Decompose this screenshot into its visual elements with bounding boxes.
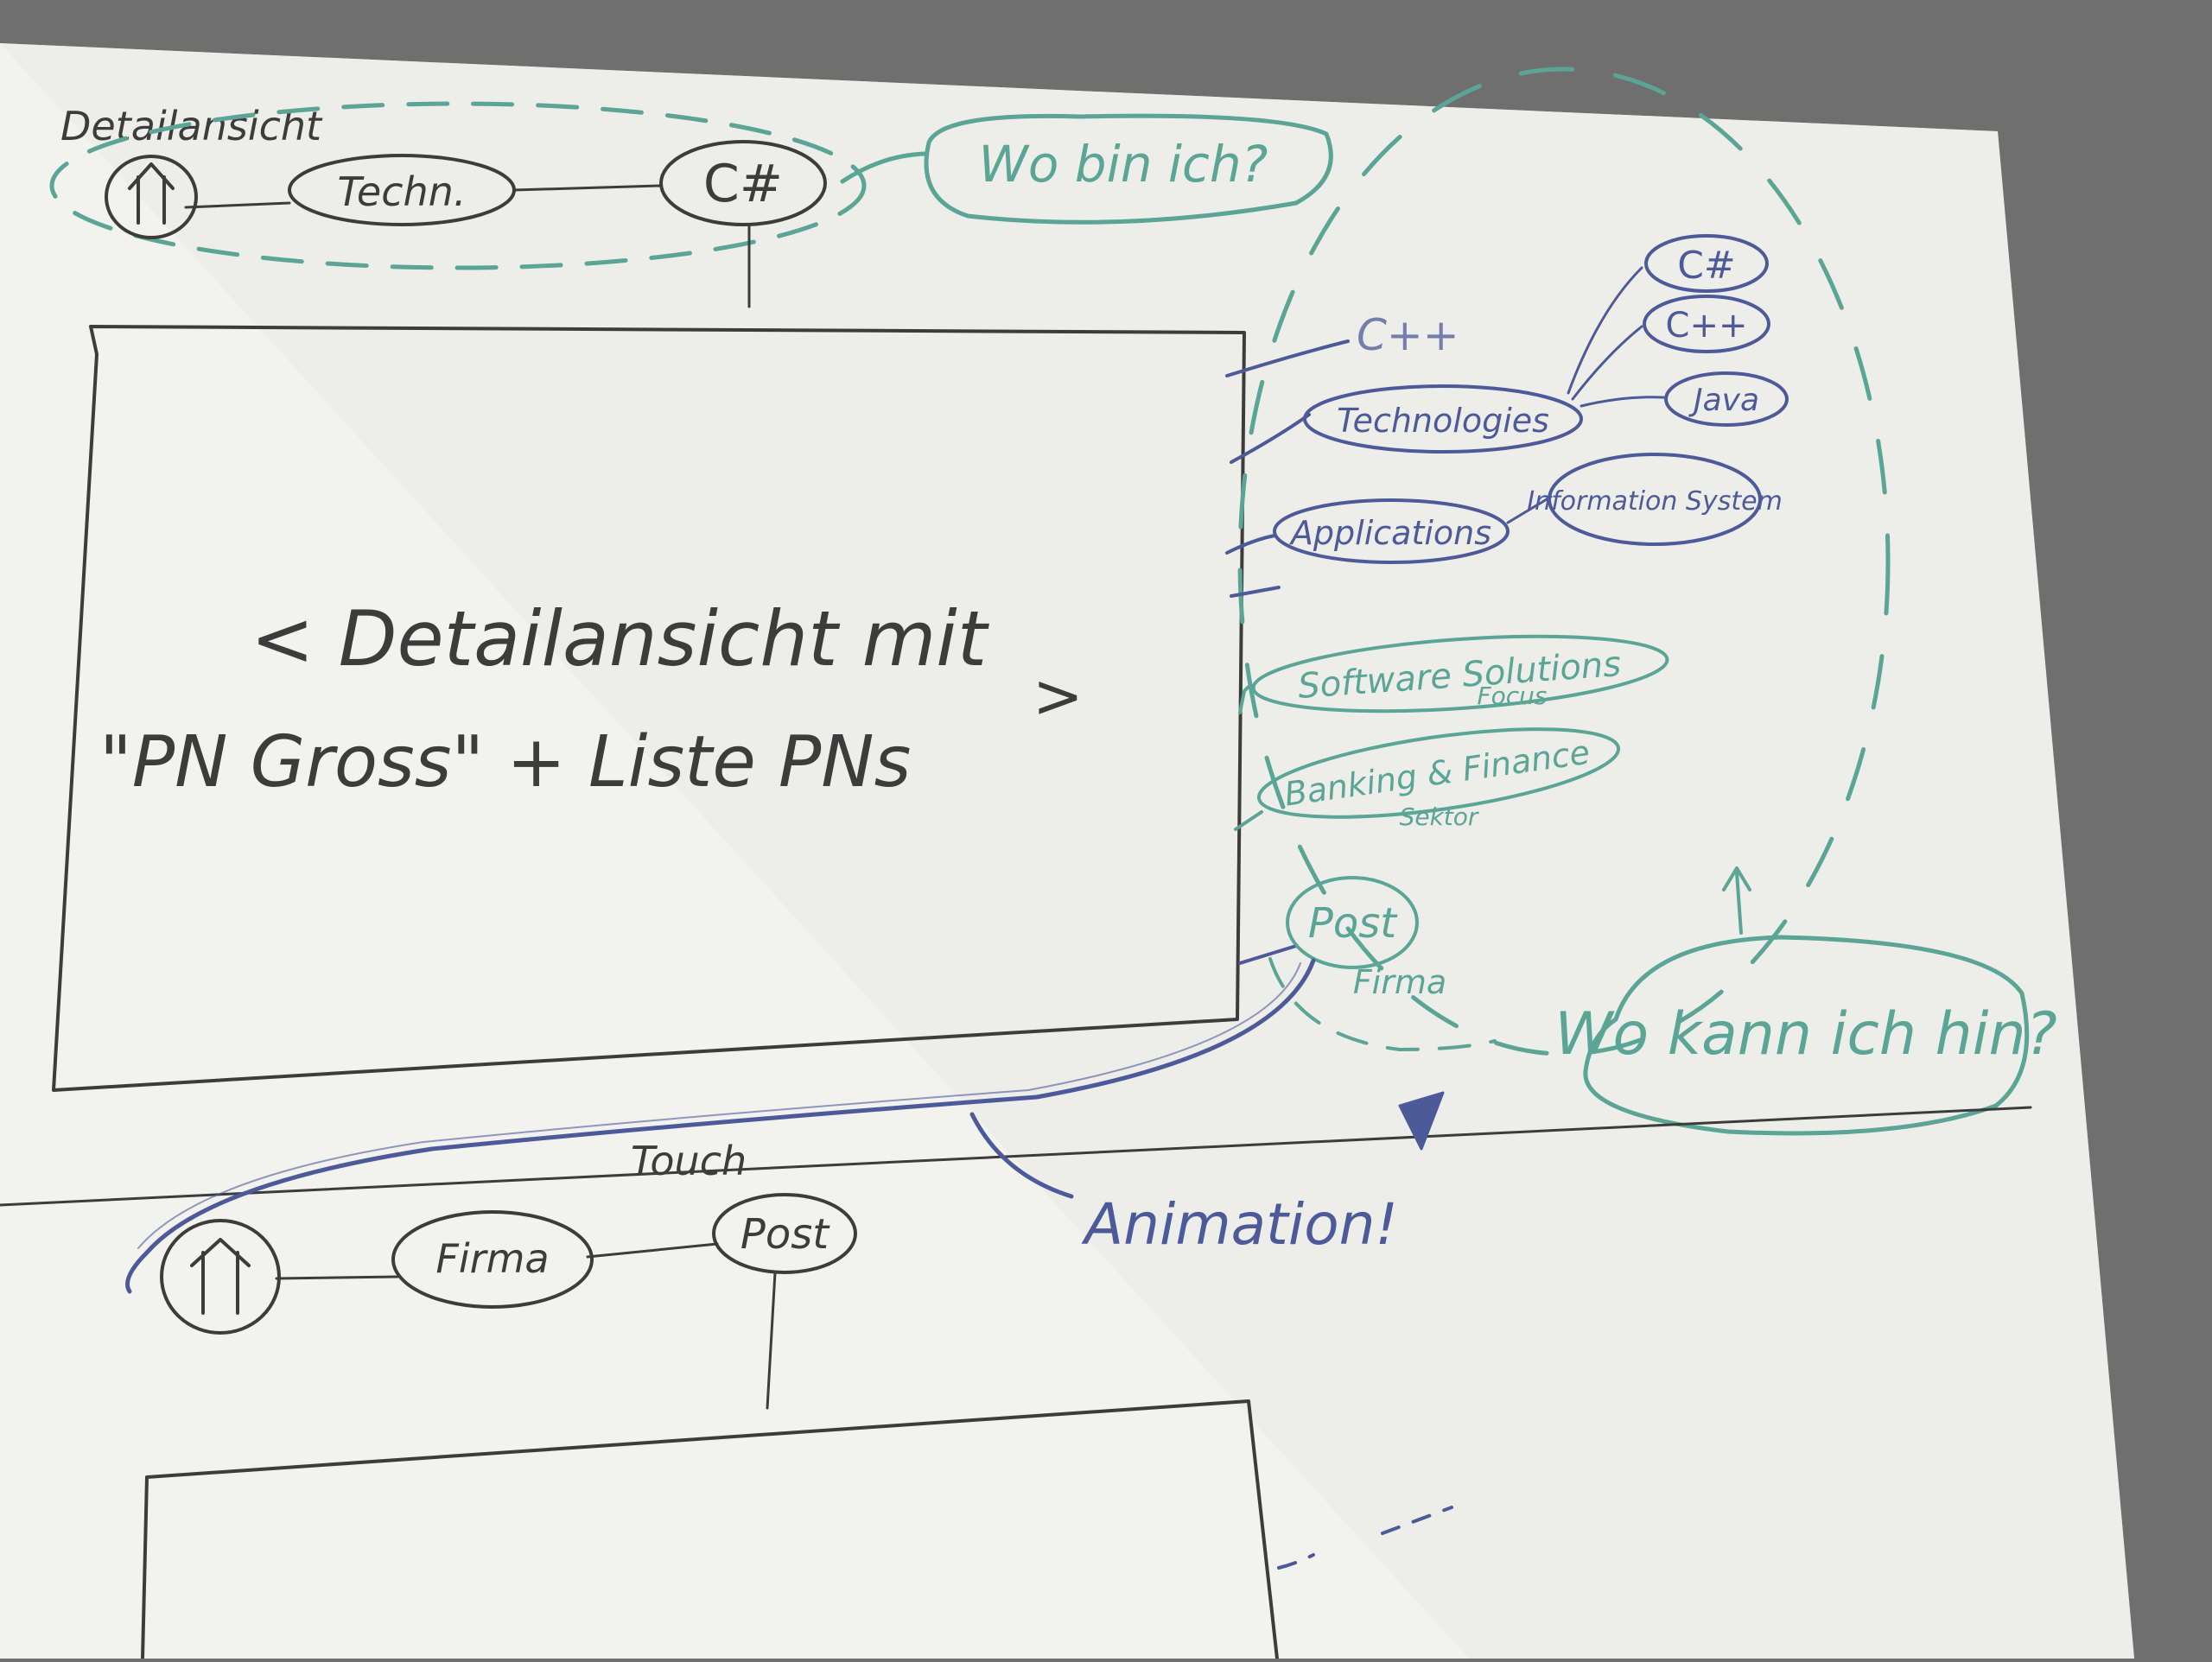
breadcrumb-item-label: C#	[703, 154, 783, 214]
question-bubble: Wo bin ich?	[924, 113, 1333, 225]
where-bubble: Wo kann ich hin?	[1554, 935, 2057, 1136]
bottom-sketch: Touch Firma Post	[141, 1138, 1453, 1660]
node-information-system[interactable]: Information System	[1527, 453, 1783, 546]
breadcrumb-stem	[766, 1271, 777, 1410]
branch-java	[1580, 396, 1665, 408]
connector-dash	[1230, 586, 1281, 598]
node-child-label: Java	[1688, 383, 1759, 418]
connector-software	[1238, 685, 1250, 714]
node-information-system-label: Information System	[1527, 486, 1783, 517]
node-post[interactable]: Post Firma	[1268, 876, 1497, 1051]
side-map-outline	[1237, 67, 1891, 1056]
animation-note: Animation!	[1081, 1191, 1398, 1258]
bottom-content-box	[141, 1399, 1279, 1660]
breadcrumb-item-firma[interactable]: Firma	[391, 1210, 594, 1309]
breadcrumb-highlight	[49, 101, 867, 270]
where-bubble-tail	[1722, 866, 1751, 935]
connector-applications	[1225, 534, 1276, 555]
post-dashed-arc	[1268, 957, 1497, 1051]
breadcrumb-item-label: Post	[741, 1210, 830, 1259]
node-applications-label: Applications	[1288, 514, 1491, 552]
breadcrumb-connector	[512, 184, 663, 192]
question-bubble-text: Wo bin ich?	[979, 135, 1268, 193]
branch-information-system	[1506, 495, 1553, 524]
branch-cpp	[1571, 325, 1643, 401]
where-bubble-line: Wo kann ich hin?	[1554, 1000, 2057, 1069]
content-box-line2-end: >	[1033, 661, 1084, 732]
connector-post	[1238, 944, 1298, 965]
connector-technologies	[1230, 413, 1311, 464]
bubble-tail	[840, 151, 927, 184]
node-banking-sub: Sektor	[1400, 802, 1479, 831]
node-child-label: C#	[1677, 244, 1736, 288]
node-child-java[interactable]: Java	[1664, 371, 1789, 427]
faint-label: C++	[1357, 310, 1459, 360]
node-technologies[interactable]: Technologies	[1303, 384, 1583, 454]
breadcrumb-item-post[interactable]: Post	[712, 1193, 857, 1274]
node-software-sub: Focus	[1478, 682, 1548, 710]
bottom-sketch-title: Touch	[631, 1138, 747, 1184]
up-arrow-icon[interactable]	[160, 1219, 281, 1335]
breadcrumb-item-label: Techn.	[338, 168, 467, 215]
animation-pointer	[969, 1112, 1074, 1199]
faint-connector	[1225, 339, 1350, 377]
breadcrumb-connector	[586, 1242, 719, 1259]
branch-csharp	[1567, 266, 1643, 395]
content-box-line2: "PN Gross" + Liste PNs	[99, 721, 911, 803]
breadcrumb-connector	[184, 201, 291, 209]
node-applications[interactable]: Applications	[1273, 498, 1510, 564]
node-technologies-label: Technologies	[1337, 402, 1549, 440]
exclamation-triangle	[1398, 1091, 1445, 1151]
animation-arrow	[125, 958, 1316, 1294]
node-post-sub: Firma	[1353, 963, 1446, 1001]
node-child-label: C++	[1666, 306, 1748, 346]
breadcrumb-item-techn[interactable]: Techn.	[288, 154, 516, 226]
breadcrumb-connector	[275, 1275, 399, 1280]
node-child-cpp[interactable]: C++	[1643, 295, 1770, 353]
node-child-csharp[interactable]: C#	[1644, 234, 1769, 293]
up-arrow-icon[interactable]	[105, 155, 198, 239]
breadcrumb-item-label: Firma	[435, 1235, 549, 1282]
node-post-label: Post	[1308, 899, 1398, 948]
content-box-line1: < Detailansicht mit	[251, 594, 990, 683]
breadcrumb-item-csharp[interactable]: C#	[659, 140, 827, 226]
section-divider	[0, 1106, 2032, 1207]
top-sketch: Detailansicht Techn. C# Wo bin ich?	[49, 101, 1333, 1092]
animation-arrow-inner	[137, 962, 1301, 1249]
divider-and-animation: Animation!	[0, 958, 2032, 1294]
connector-banking	[1234, 810, 1263, 831]
paper-shade	[0, 43, 2134, 1659]
detail-content-box: < Detailansicht mit "PN Gross" + Liste P…	[52, 325, 1246, 1092]
side-map-continuation	[1277, 1506, 1453, 1570]
